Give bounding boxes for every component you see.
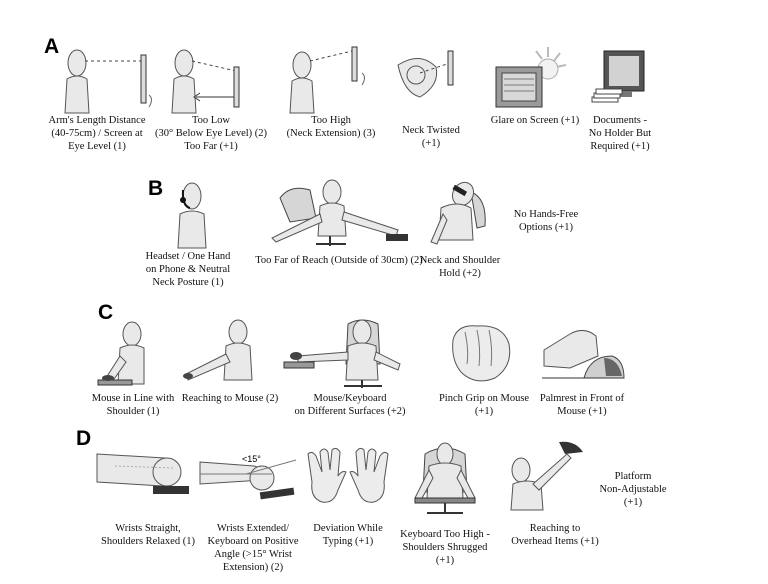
caption-a2: Too Low (30° Below Eye Level) (2) Too Fa…	[154, 115, 268, 152]
figure-b3-neck-shoulder-hold	[425, 178, 495, 250]
caption-d2: Wrists Extended/ Keyboard on Positive An…	[207, 523, 299, 573]
angle-label-15: <15°	[242, 454, 261, 464]
figure-a4-neck-twisted	[390, 45, 470, 115]
caption-a6: Documents - No Holder But Required (+1)	[588, 115, 652, 152]
figure-c4-pinch-grip	[447, 320, 517, 386]
caption-a1: Arm's Length Distance (40-75cm) / Screen…	[48, 115, 146, 152]
caption-d5: Reaching to Overhead Items (+1)	[511, 523, 599, 547]
caption-d1: Wrists Straight, Shoulders Relaxed (1)	[101, 523, 195, 547]
caption-d4: Keyboard Too High - Shoulders Shrugged (…	[400, 529, 490, 566]
figure-c3-different-surfaces	[282, 316, 432, 388]
figure-a2-too-low	[170, 45, 250, 115]
caption-c3: Mouse/Keyboard on Different Surfaces (+2…	[294, 393, 406, 417]
section-d-letter: D	[76, 427, 92, 450]
figure-d1-wrists-straight	[95, 444, 195, 508]
caption-b3: Neck and Shoulder Hold (+2)	[419, 255, 501, 279]
figure-a3-too-high	[286, 45, 376, 115]
caption-a4: Neck Twisted (+1)	[402, 125, 460, 149]
figure-c2-reaching-mouse	[180, 318, 260, 384]
figure-d3-deviation-hands	[300, 442, 396, 510]
figure-a5-glare	[490, 45, 570, 115]
figure-d5-reaching-overhead	[505, 440, 585, 511]
figure-d4-keyboard-too-high	[405, 440, 485, 516]
caption-c1: Mouse in Line with Shoulder (1)	[91, 393, 175, 417]
section-b-letter: B	[148, 177, 164, 200]
figure-c1-mouse-in-line	[96, 318, 166, 388]
figure-b2-too-far-reach	[260, 178, 420, 248]
figure-c5-palmrest	[540, 320, 625, 384]
caption-b1: Headset / One Hand on Phone & Neutral Ne…	[145, 251, 231, 288]
figure-d2-wrists-extended: <15°	[198, 444, 308, 508]
section-a-letter: A	[44, 35, 60, 58]
caption-c5: Palmrest in Front of Mouse (+1)	[539, 393, 625, 417]
caption-c2: Reaching to Mouse (2)	[181, 393, 279, 404]
caption-a3: Too High (Neck Extension) (3)	[286, 115, 376, 139]
section-c-letter: C	[98, 301, 114, 324]
figure-a6-documents	[590, 45, 660, 115]
caption-a5: Glare on Screen (+1)	[490, 115, 580, 126]
caption-b4: No Hands-Free Options (+1)	[513, 209, 579, 233]
caption-b2: Too Far of Reach (Outside of 30cm) (2)	[255, 255, 423, 266]
figure-a1-arms-length	[55, 45, 165, 115]
caption-d6: Platform Non-Adjustable (+1)	[599, 471, 667, 508]
caption-c4: Pinch Grip on Mouse (+1)	[438, 393, 530, 417]
figure-b1-headset	[170, 178, 220, 249]
caption-d3: Deviation While Typing (+1)	[313, 523, 383, 547]
